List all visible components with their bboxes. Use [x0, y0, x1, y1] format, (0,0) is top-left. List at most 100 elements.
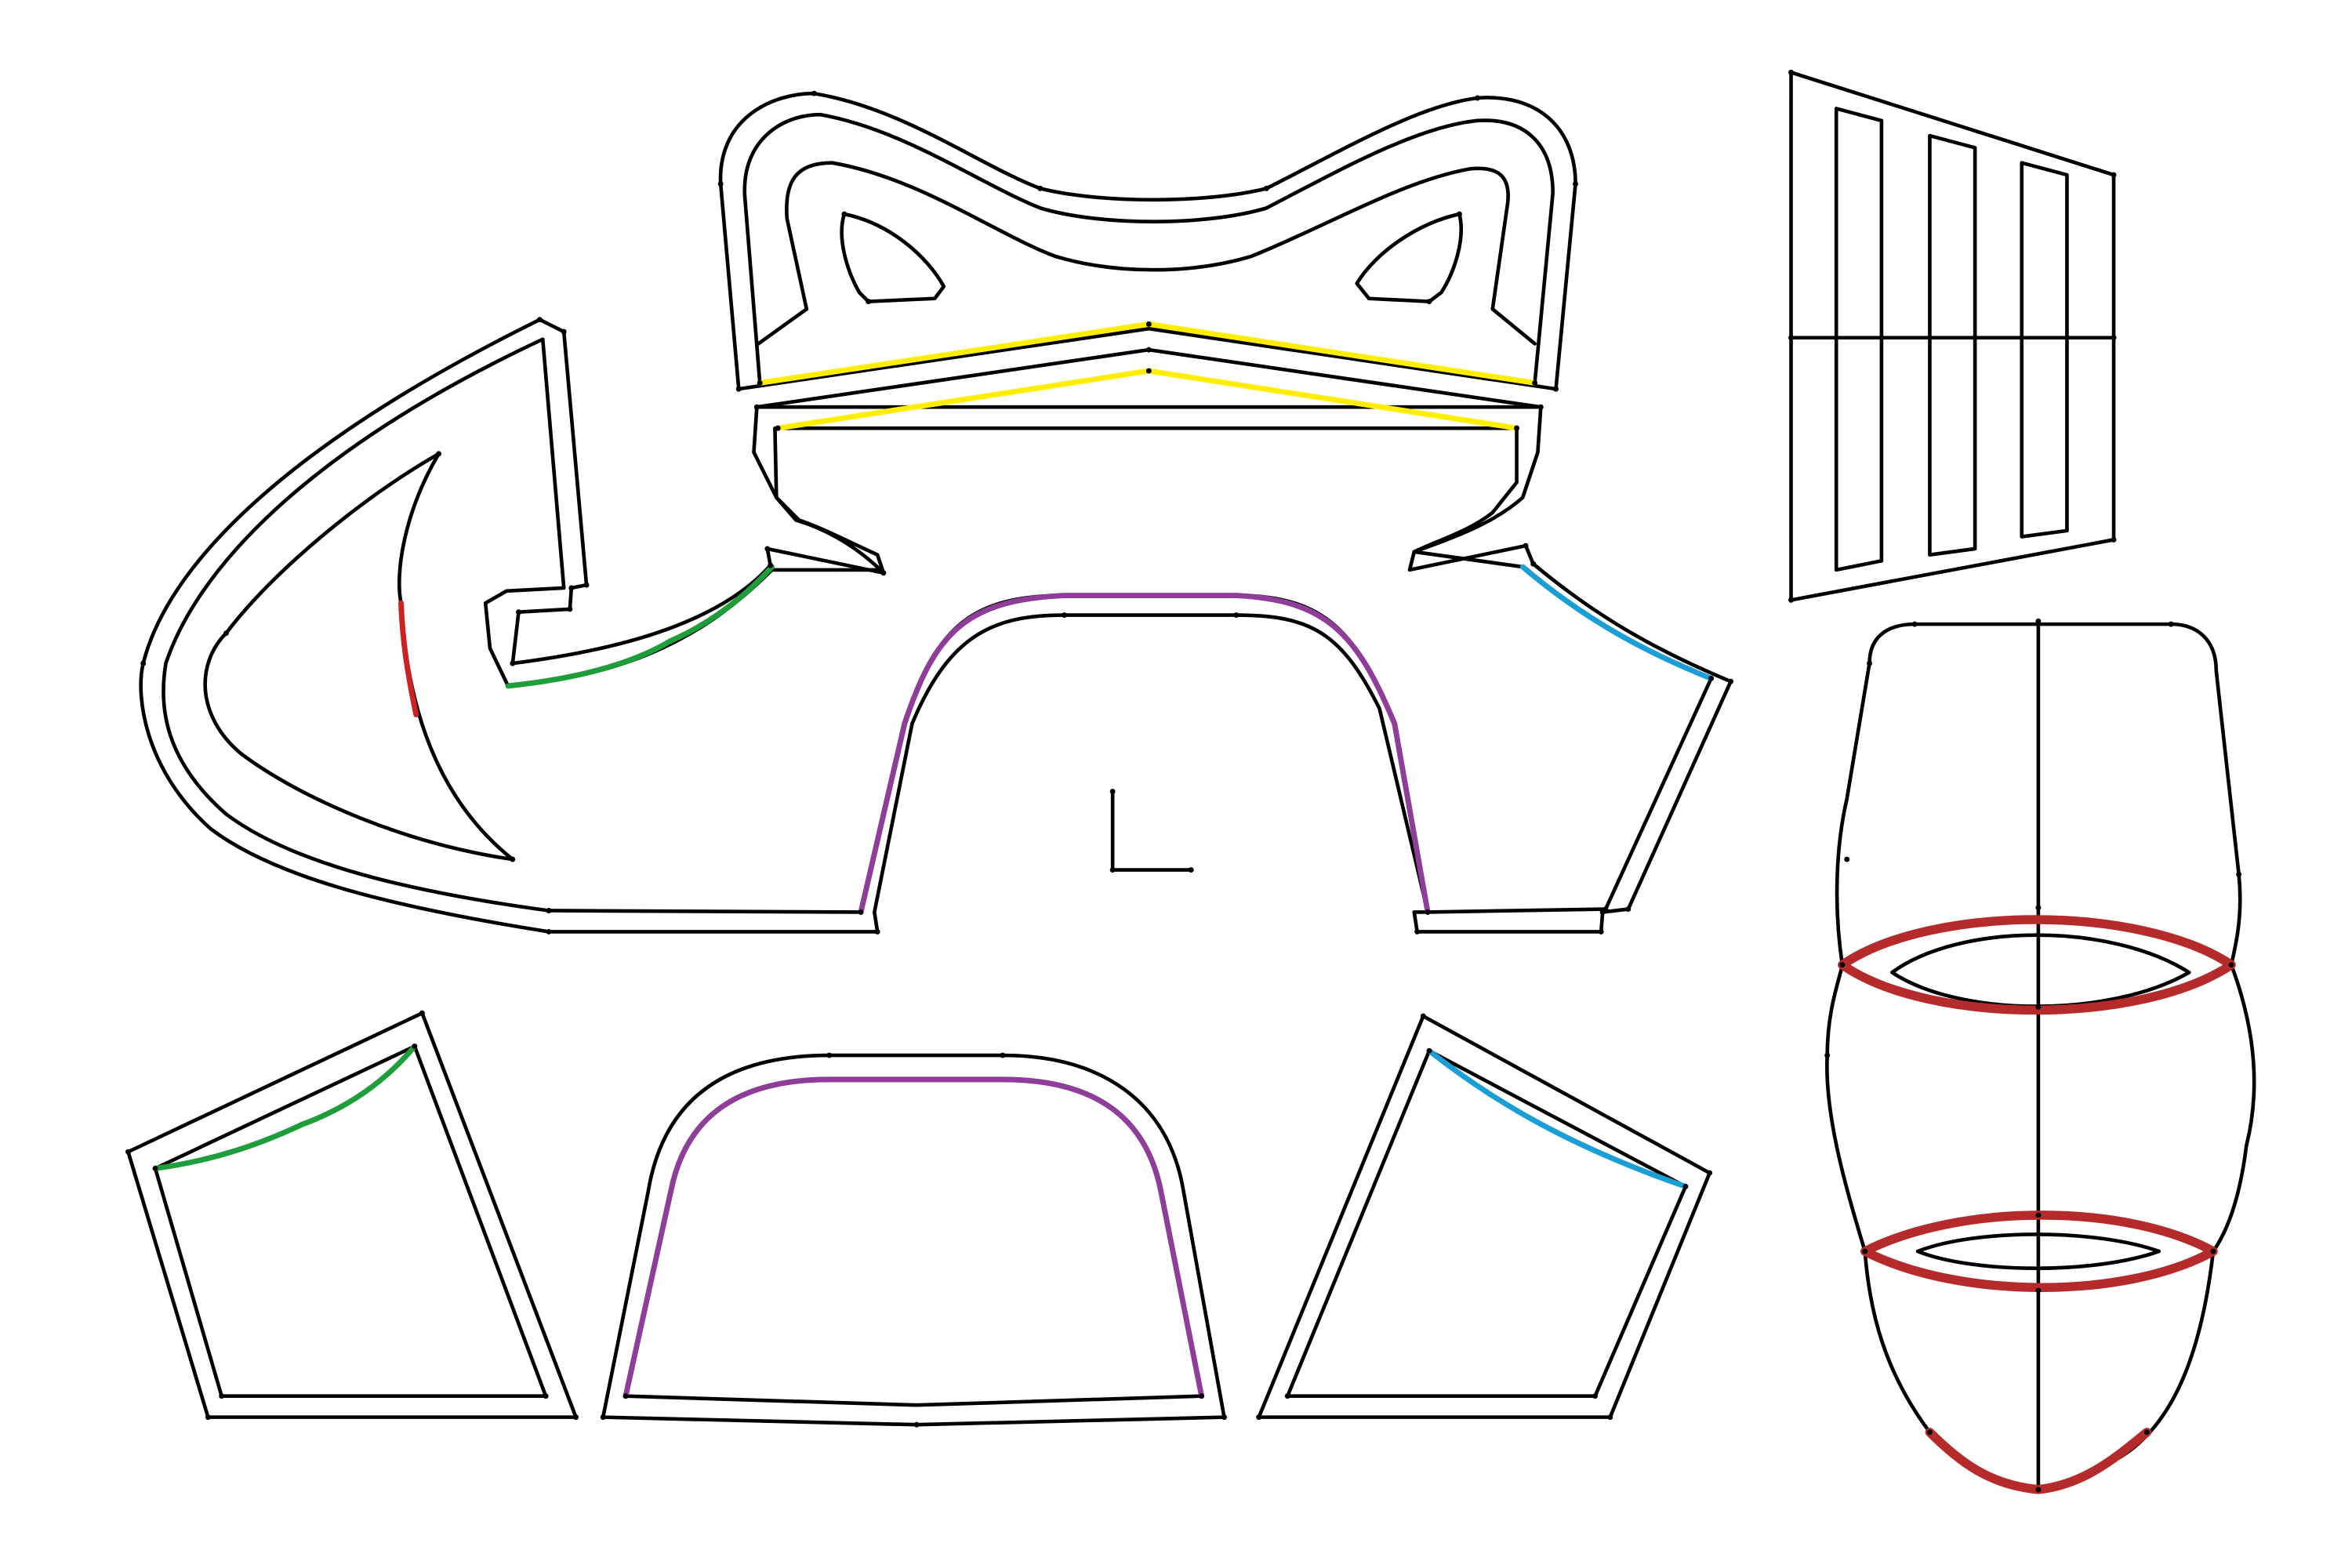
vertex-point [2063, 335, 2070, 341]
vertex-point [1457, 211, 1462, 217]
vertex-point [717, 181, 724, 187]
main-yellow-seam-left [775, 368, 1152, 431]
vertex-point [1728, 678, 1734, 684]
vertex-point [1532, 379, 1538, 386]
vertex-point [600, 1414, 606, 1421]
vertex-point [1867, 660, 1872, 666]
cat-ear-collar [718, 91, 1577, 391]
vertex-point [516, 609, 521, 615]
heel-cutout-outline [203, 452, 515, 862]
vertex-point [1862, 1248, 1868, 1254]
main-blue-seam [1519, 564, 1715, 681]
vertex-point [583, 582, 590, 588]
vertex-point [1284, 1393, 1290, 1399]
vertex-point [2035, 1004, 2042, 1011]
vertex-point [1426, 299, 1432, 305]
vertex-point [1523, 543, 1529, 549]
mask-panel [1825, 619, 2256, 1494]
vertex-point [419, 1010, 425, 1016]
vertex-point [1592, 1393, 1598, 1399]
vertex-point [1145, 347, 1152, 353]
mask-upper-eye-cutout [1890, 933, 2191, 1008]
tongue-inner-outline [623, 1077, 1203, 1407]
vertex-point [1839, 962, 1846, 968]
vertex-point [1926, 335, 1933, 341]
vertex-point [510, 856, 516, 862]
vertex-point [2035, 1212, 2042, 1218]
vertex-point [223, 630, 229, 637]
vertex-point [1062, 612, 1068, 619]
mask-lower-eye-cutout [1915, 1232, 2161, 1271]
vertex-point [775, 425, 781, 431]
gusset-stripe-2 [1928, 133, 1977, 557]
vertex-point [1682, 1183, 1689, 1189]
vertex-point [1109, 789, 1116, 795]
vertex-point [1788, 597, 1794, 603]
main-yellow-seam-right [1145, 368, 1519, 431]
collar-inner-band-outline [756, 161, 1537, 346]
vertex-point [219, 1393, 225, 1399]
vertex-point [1788, 69, 1794, 75]
vertex-point [1972, 335, 1978, 341]
vertex-point [573, 1414, 579, 1421]
vertex-point [841, 211, 848, 217]
tongue-purple-seam [622, 1076, 1205, 1399]
vertex-point [1598, 928, 1604, 935]
vertex-point [436, 451, 442, 457]
vertex-point [1475, 95, 1481, 101]
vertex-point [2210, 1248, 2216, 1254]
gusset-stripe-1 [1834, 107, 1884, 572]
vertex-point [764, 546, 771, 552]
right-quarter-inner-outline [1285, 1049, 1688, 1399]
direction-marker-lines [1110, 789, 1193, 872]
vertex-point [1537, 404, 1544, 410]
vertex-point [2143, 1429, 2150, 1436]
vertex-point [1000, 1052, 1006, 1058]
vertex-point [913, 1421, 920, 1428]
vertex-point [1145, 321, 1152, 327]
vertex-point [536, 317, 543, 323]
collar-right-ear-cutout [1355, 212, 1463, 303]
collar-outer-outline [718, 91, 1577, 391]
vertex-point [1911, 621, 1918, 627]
vertex-point [1833, 335, 1839, 341]
vertex-point [1573, 181, 1578, 187]
vertex-point [2035, 1486, 2042, 1493]
vertex-point [1414, 928, 1421, 935]
main-body-inner-outline [162, 337, 1713, 914]
vertex-point [1530, 561, 1537, 567]
main-top-edge-left [755, 347, 1151, 409]
vertex-point [1263, 185, 1269, 191]
vertex-point [1233, 612, 1240, 619]
vertex-point [546, 928, 552, 935]
collar-yellow-seam-left [757, 321, 1152, 386]
vertex-point [543, 1393, 549, 1399]
vertex-point [1625, 906, 1632, 913]
vertex-point [1256, 1414, 1262, 1421]
vertex-point [510, 660, 516, 666]
vertex-point [140, 660, 147, 666]
vertex-point [1926, 1429, 1933, 1436]
vertex-point [735, 386, 742, 392]
vertex-point [811, 90, 817, 96]
direction-marker [1110, 789, 1193, 872]
vertex-point [1844, 856, 1850, 862]
mask-outer-outline [1825, 622, 2256, 1492]
vertex-point [2019, 335, 2025, 341]
collar-inner-outline [742, 112, 1555, 385]
vertex-point [1109, 867, 1116, 873]
vertex-point [1607, 1414, 1613, 1421]
center-tongue-panel [601, 1053, 1226, 1427]
tongue-outer-outline [601, 1053, 1226, 1427]
vertex-point [2236, 871, 2242, 877]
vertex-point [2111, 536, 2117, 543]
vertex-point [2111, 335, 2117, 341]
vertex-points [125, 69, 2242, 1493]
vertex-point [561, 328, 567, 335]
vertex-point [2168, 621, 2174, 627]
vertex-point [2228, 962, 2234, 968]
main-shoe-body [139, 318, 1733, 934]
vertex-point [826, 1052, 833, 1058]
left-quarter-panel [126, 1011, 578, 1419]
